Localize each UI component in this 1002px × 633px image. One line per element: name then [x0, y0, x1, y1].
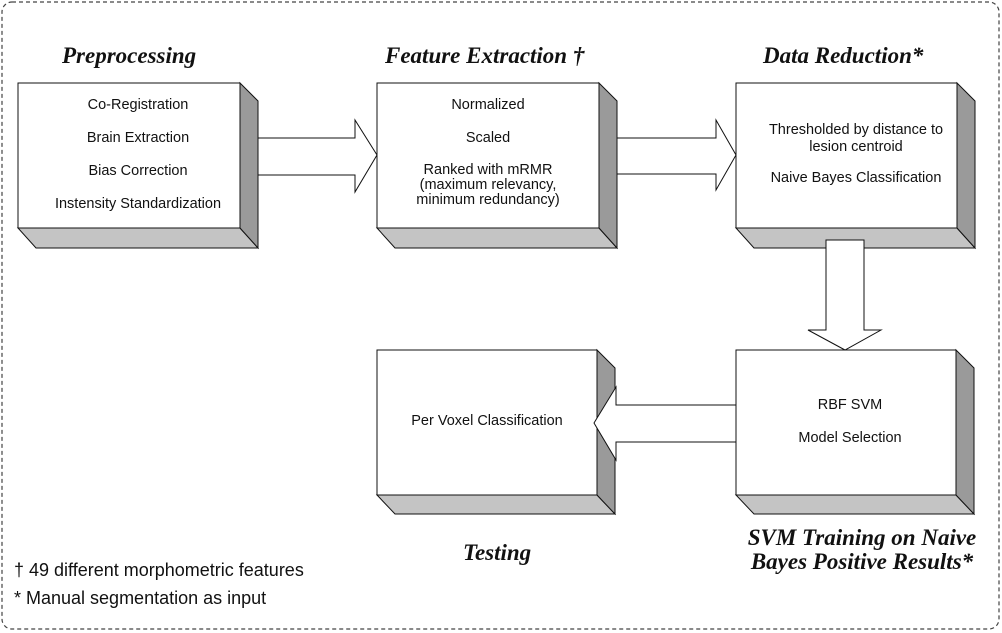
data-reduction-box [734, 81, 977, 250]
testing-items: Per Voxel Classification [377, 413, 597, 430]
feature-extraction-item: Scaled [465, 130, 511, 146]
arrow-feature-extraction-to-data-reduction [616, 118, 737, 192]
preprocessing-item: Co-Registration [87, 97, 189, 113]
svm-training-items: RBF SVM Model Selection [736, 397, 964, 447]
preprocessing-box [16, 81, 260, 250]
data-reduction-items: Thresholded by distance to lesion centro… [736, 122, 976, 187]
arrow-preprocessing-to-feature-extraction [257, 118, 378, 194]
feature-extraction-item: Ranked with mRMR (maximum relevancy, min… [416, 162, 560, 208]
feature-extraction-items: Normalized Scaled Ranked with mRMR (maxi… [377, 97, 599, 208]
svm-training-title: SVM Training on Naive Bayes Positive Res… [747, 525, 977, 574]
preprocessing-title: Preprocessing [62, 43, 197, 68]
data-reduction-item: Naive Bayes Classification [770, 170, 942, 186]
svm-training-box [734, 348, 976, 516]
feature-extraction-box [375, 81, 619, 250]
footnote-dagger: † 49 different morphometric features [14, 560, 304, 580]
testing-box [375, 348, 617, 516]
testing-title: Testing [463, 540, 532, 565]
arrow-svm-training-to-testing [593, 385, 737, 462]
feature-extraction-title: Feature Extraction † [385, 43, 585, 68]
preprocessing-item: Instensity Standardization [54, 196, 222, 212]
preprocessing-item: Bias Correction [88, 163, 188, 179]
preprocessing-item: Brain Extraction [86, 130, 190, 146]
preprocessing-items: Co-Registration Brain Extraction Bias Co… [18, 97, 258, 213]
data-reduction-item: Thresholded by distance to lesion centro… [768, 122, 944, 155]
svm-training-item: RBF SVM [817, 397, 883, 413]
arrow-data-reduction-to-svm-training [807, 239, 883, 351]
footnote-asterisk: * Manual segmentation as input [14, 588, 267, 608]
svm-training-item: Model Selection [798, 430, 902, 446]
testing-item: Per Voxel Classification [411, 413, 563, 429]
data-reduction-title: Data Reduction* [763, 43, 924, 68]
feature-extraction-item: Normalized [451, 97, 525, 113]
